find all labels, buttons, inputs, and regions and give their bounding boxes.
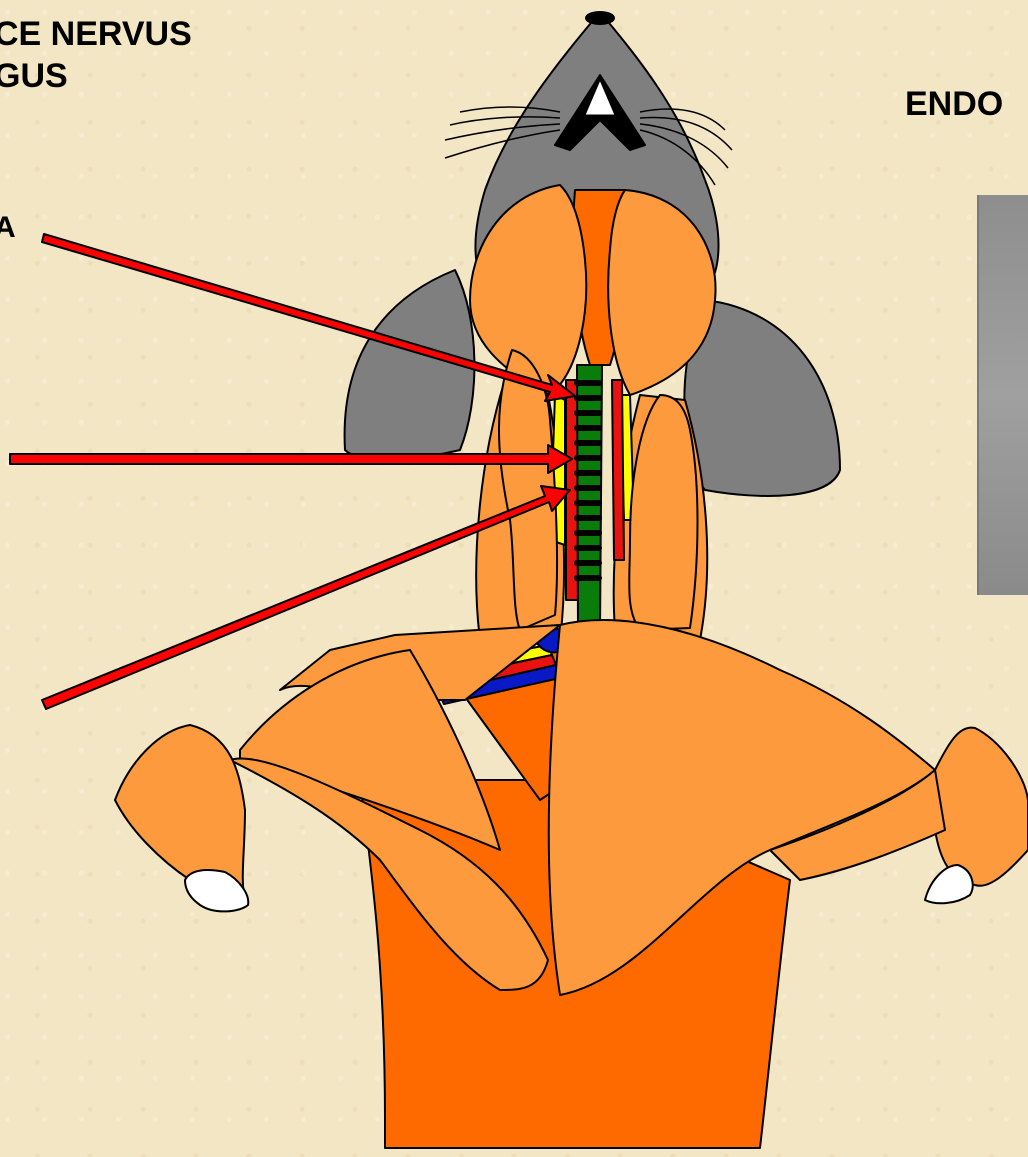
right-forelimb	[935, 728, 1028, 886]
right-paw	[925, 865, 973, 903]
trachea	[577, 365, 602, 630]
right-carotid-artery	[612, 380, 624, 560]
nose-icon	[586, 12, 614, 24]
